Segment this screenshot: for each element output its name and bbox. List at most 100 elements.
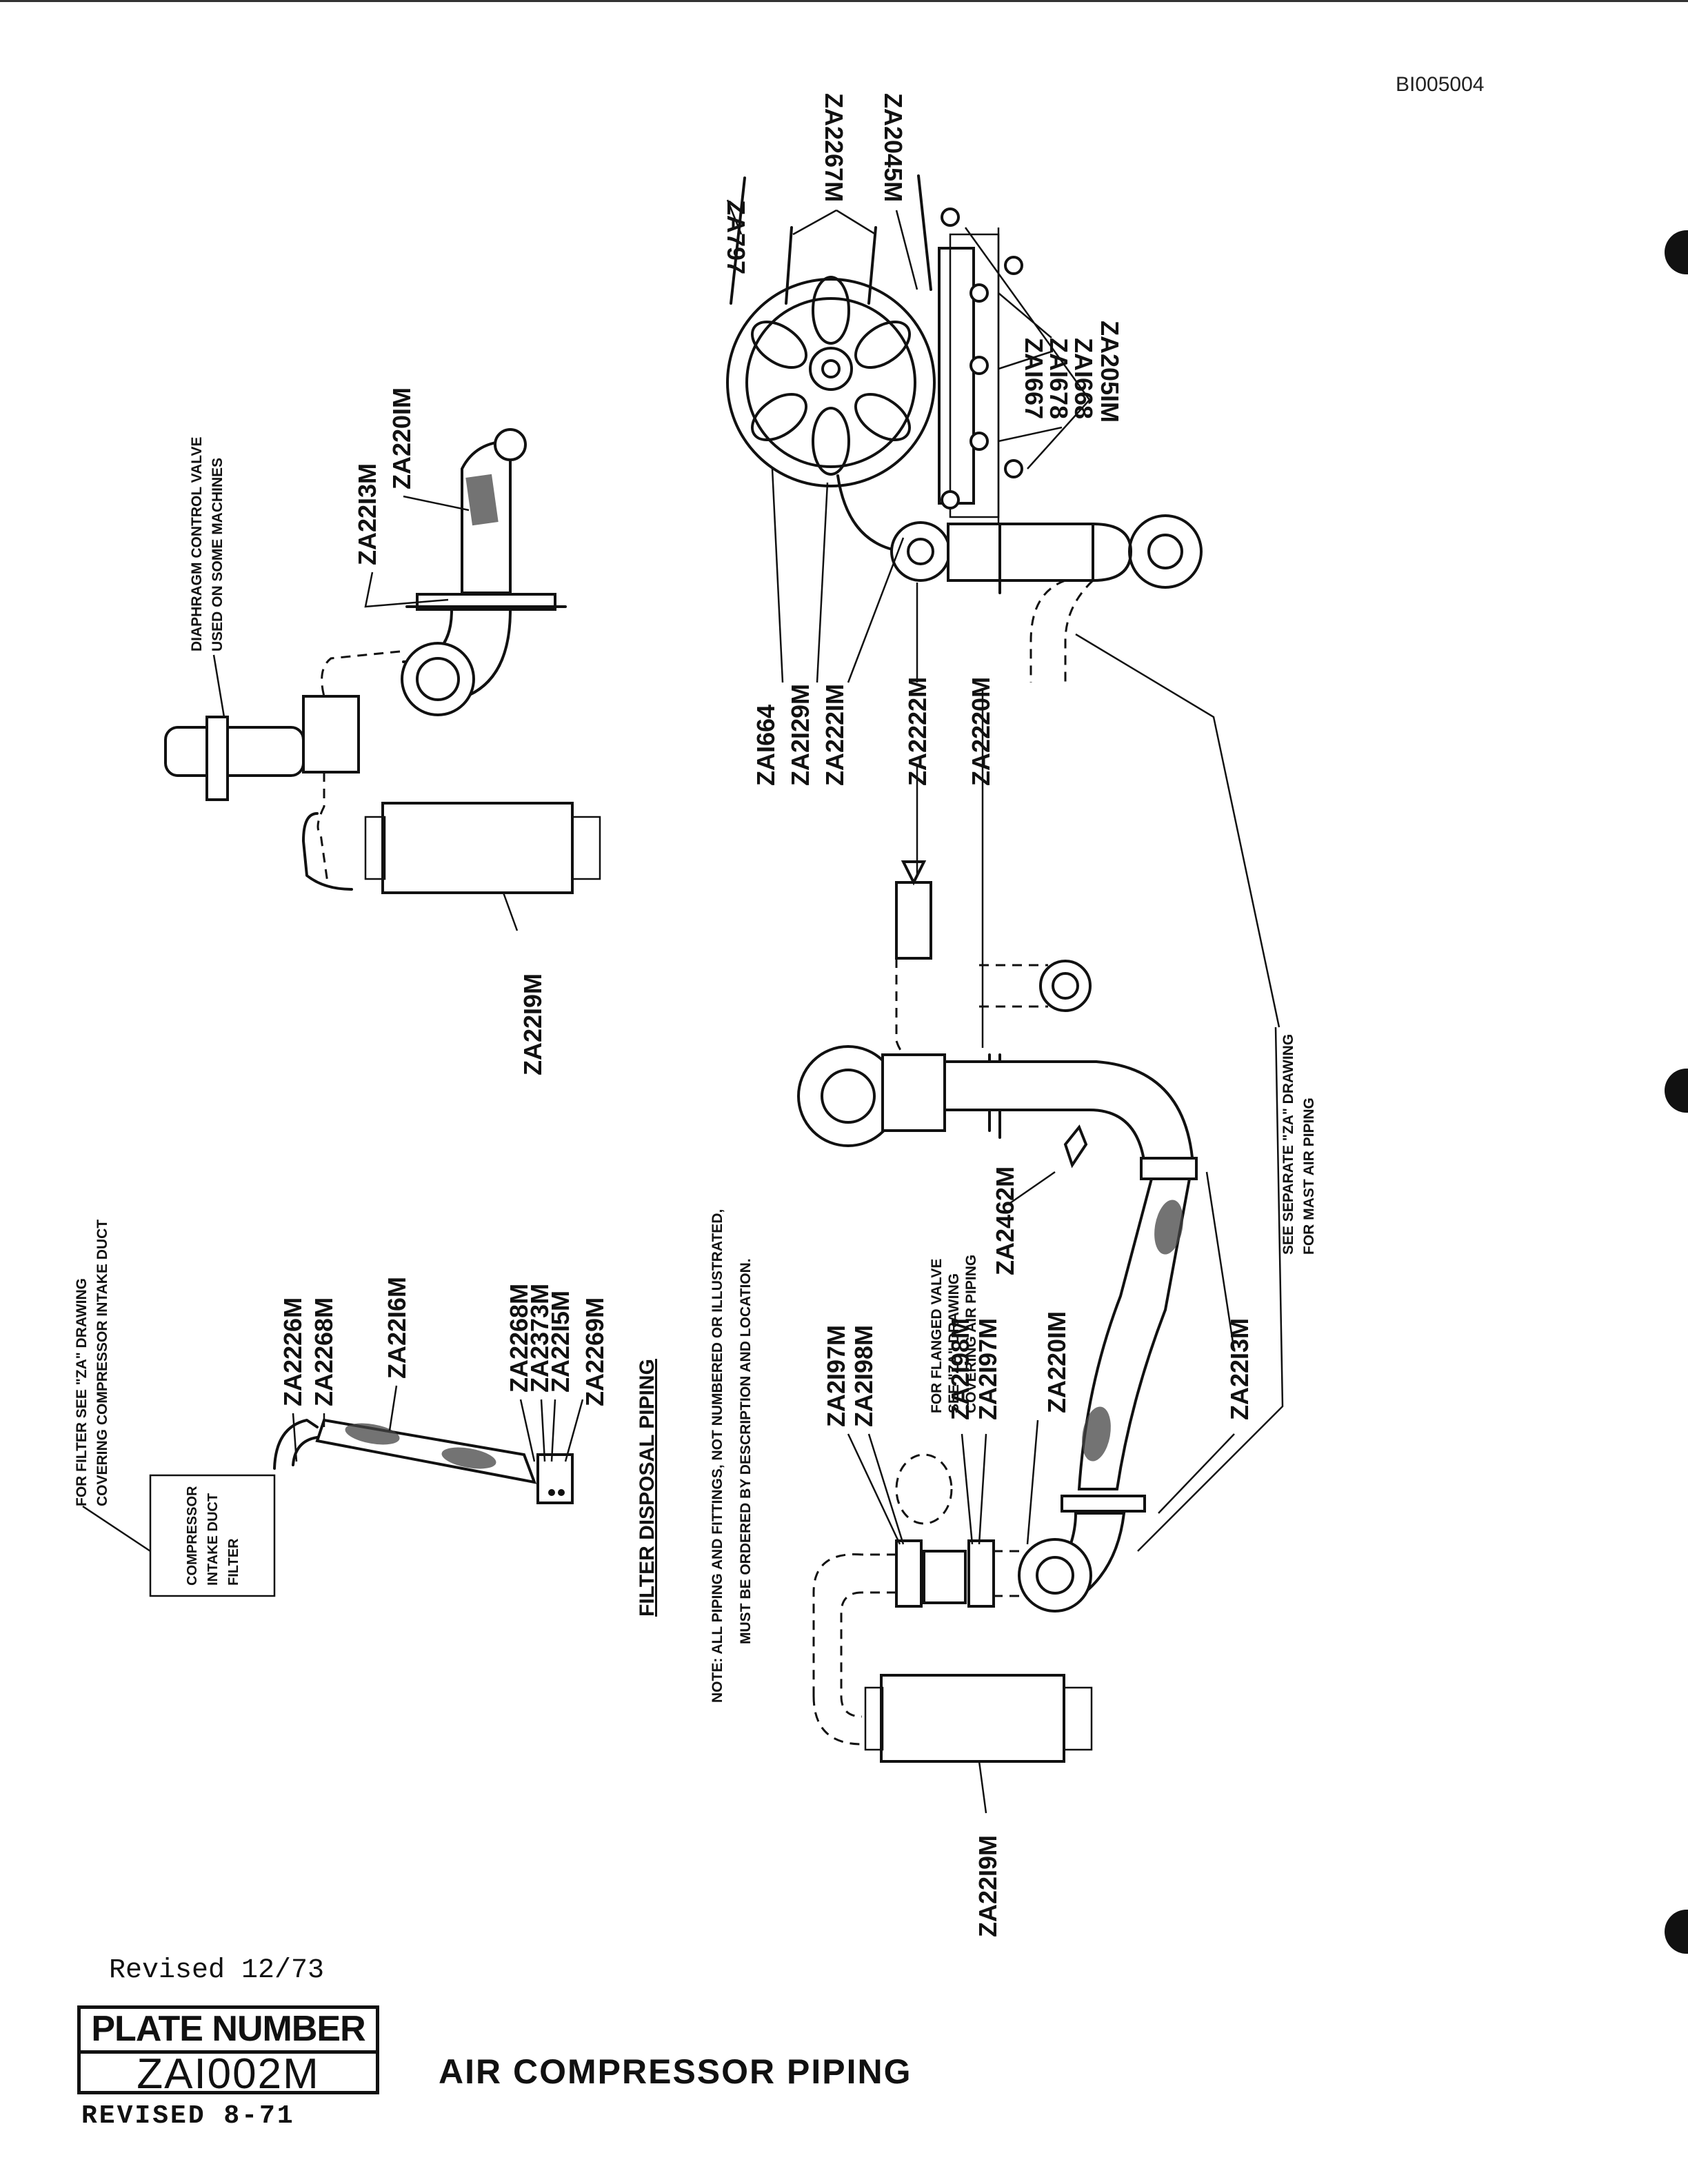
main-air-piping — [797, 860, 1198, 1763]
top-border — [0, 0, 1688, 2]
bottom-elbow — [812, 1695, 863, 1746]
label-za1678: ZAI678 — [1045, 338, 1073, 419]
intake-elbow-flange — [401, 642, 475, 716]
note-mast-air-1: SEE SEPARATE "ZA" DRAWING — [1280, 1034, 1296, 1255]
label-za2226m: ZA2226M — [279, 1297, 307, 1406]
label-za2213m-bot: ZA22I3M — [1225, 1318, 1254, 1420]
document-id: BI005004 — [1396, 73, 1485, 96]
compressor-flywheel-assembly — [726, 174, 1203, 682]
label-za1664: ZAI664 — [752, 705, 780, 786]
coupling-band — [1140, 1157, 1198, 1180]
disposal-elbow — [273, 1419, 319, 1470]
filter-disposal-assembly: COMPRESSOR INTAKE DUCT FILTER — [149, 1418, 574, 1597]
note-flanged-valve-2: SEE "ZA" DRAWING — [946, 1273, 962, 1413]
label-za2197m-a: ZA2I97M — [822, 1325, 850, 1427]
plate-title: AIR COMPRESSOR PIPING — [439, 2052, 912, 2091]
side-tee-flange — [1039, 960, 1092, 1012]
lower-flange-plate — [1061, 1495, 1146, 1513]
label-za2222m: ZA2222M — [903, 677, 932, 786]
flanged-valve-right — [967, 1539, 995, 1608]
control-valve-body — [302, 695, 360, 774]
outlet-filter-canister — [880, 1674, 1065, 1763]
note-mast-air-2: FOR MAST AIR PIPING — [1301, 1098, 1317, 1255]
plate-number-header: PLATE NUMBER — [81, 2009, 376, 2054]
revised-stamp: REVISED 8-71 — [81, 2101, 295, 2131]
label-za797: ZA797 — [722, 200, 750, 274]
note-diaphragm-2: USED ON SOME MACHINES — [210, 458, 225, 651]
flanged-valve-bonnet — [895, 1453, 953, 1525]
label-za1668: ZAI668 — [1069, 338, 1098, 419]
label-za2045m: ZA2045M — [879, 93, 907, 202]
safety-valve-body — [895, 881, 932, 960]
left-elbow — [812, 1553, 863, 1696]
discharge-flange — [890, 521, 951, 582]
label-za2216m: ZA22I6M — [383, 1277, 411, 1379]
label-za2267m: ZA2267M — [820, 93, 848, 202]
drawing-notes: DIAPHRAGM CONTROL VALVE USED ON SOME MAC… — [74, 436, 1317, 1703]
safety-valve-pipe — [895, 958, 925, 1070]
belt-guard-rod-3 — [867, 226, 877, 305]
label-za2213m-top: ZA22I3M — [353, 463, 381, 565]
filter-box-label-3: FILTER — [226, 1538, 241, 1586]
label-za2201m-bot: ZA220IM — [1043, 1311, 1071, 1413]
filter-elbow — [302, 812, 353, 891]
filter-disposal-heading: FILTER DISPOSAL PIPING — [636, 1359, 659, 1617]
note-diaphragm-1: DIAPHRAGM CONTROL VALVE — [189, 436, 205, 651]
flange-connector — [881, 1053, 946, 1132]
safety-valve-cap — [901, 860, 927, 886]
note-flanged-valve-3: COVERING AIR PIPING — [963, 1255, 979, 1413]
valve-to-elbow — [993, 1550, 1021, 1597]
intake-lower-pipe — [316, 772, 329, 883]
label-za2215m: ZA22I5M — [546, 1291, 574, 1393]
flywheel-hub — [809, 347, 853, 391]
label-za2198m-a: ZA2I98M — [850, 1325, 878, 1427]
general-note-2: MUST BE ORDERED BY DESCRIPTION AND LOCAT… — [738, 1258, 754, 1644]
aftercooler-elbow — [1092, 523, 1132, 582]
intake-filter-assembly — [164, 428, 601, 894]
side-tee — [979, 964, 1048, 1008]
label-za2197m-b: ZA2I97M — [974, 1318, 1002, 1420]
diaphragm-housing — [164, 726, 305, 777]
aftercooler-pipe — [947, 523, 1094, 582]
label-za2373m: ZA2373M — [525, 1284, 554, 1393]
note-filter-ref-2: COVERING COMPRESSOR INTAKE DUCT — [94, 1220, 110, 1506]
intake-filter-canister — [381, 802, 574, 894]
lower-elbow-flange — [1018, 1538, 1092, 1612]
compressor-crankcase — [938, 247, 975, 505]
intake-cross-pipe — [321, 650, 401, 697]
label-za2198m-b: ZA2I98M — [946, 1318, 974, 1420]
label-za2268m-b: ZA2268M — [505, 1284, 533, 1393]
leader-lines — [82, 199, 1284, 1814]
label-za1667: ZAI667 — [1020, 338, 1048, 419]
mast-air-elbow — [1029, 579, 1094, 682]
filter-box-label-1: COMPRESSOR — [185, 1486, 200, 1586]
label-za2220m: ZA2220M — [967, 677, 995, 786]
flanged-valve-center — [923, 1550, 967, 1604]
label-za2051m: ZA205IM — [1096, 321, 1124, 423]
plate-number: ZAI002M — [137, 2050, 320, 2098]
filter-box-label-2: INTAKE DUCT — [205, 1493, 221, 1586]
filter-box — [149, 1474, 276, 1597]
label-za2219m-top: ZA22I9M — [519, 973, 547, 1075]
belt-guard-rod-4 — [917, 174, 932, 291]
disposal-valve-block — [536, 1453, 574, 1504]
flanged-valve-left — [895, 1539, 923, 1608]
part-labels: ZA797 ZA2267M ZA2045M ZAI667 ZAI678 ZAI6… — [279, 93, 1254, 1937]
revised-note: Revised 12/73 — [109, 1955, 325, 1986]
label-za2221m: ZA222IM — [821, 684, 849, 786]
bracket-clip — [1063, 1124, 1088, 1169]
label-za2269m: ZA2269M — [581, 1297, 609, 1406]
general-note-1: NOTE: ALL PIPING AND FITTINGS, NOT NUMBE… — [710, 1209, 725, 1703]
label-za2201m-top: ZA220IM — [388, 387, 416, 489]
plate-number-box: PLATE NUMBER ZAI002M — [77, 2005, 379, 2098]
belt-guard-rod-1 — [730, 176, 746, 305]
flywheel-rim — [745, 297, 916, 468]
label-za2462m: ZA2462M — [991, 1166, 1019, 1275]
left-connector — [862, 1553, 896, 1594]
label-za2219m-bot: ZA22I9M — [974, 1835, 1002, 1937]
label-za2268m-a: ZA2268M — [310, 1297, 338, 1406]
note-filter-ref-1: FOR FILTER SEE "ZA" DRAWING — [74, 1278, 90, 1506]
flywheel-spokes — [750, 276, 912, 476]
